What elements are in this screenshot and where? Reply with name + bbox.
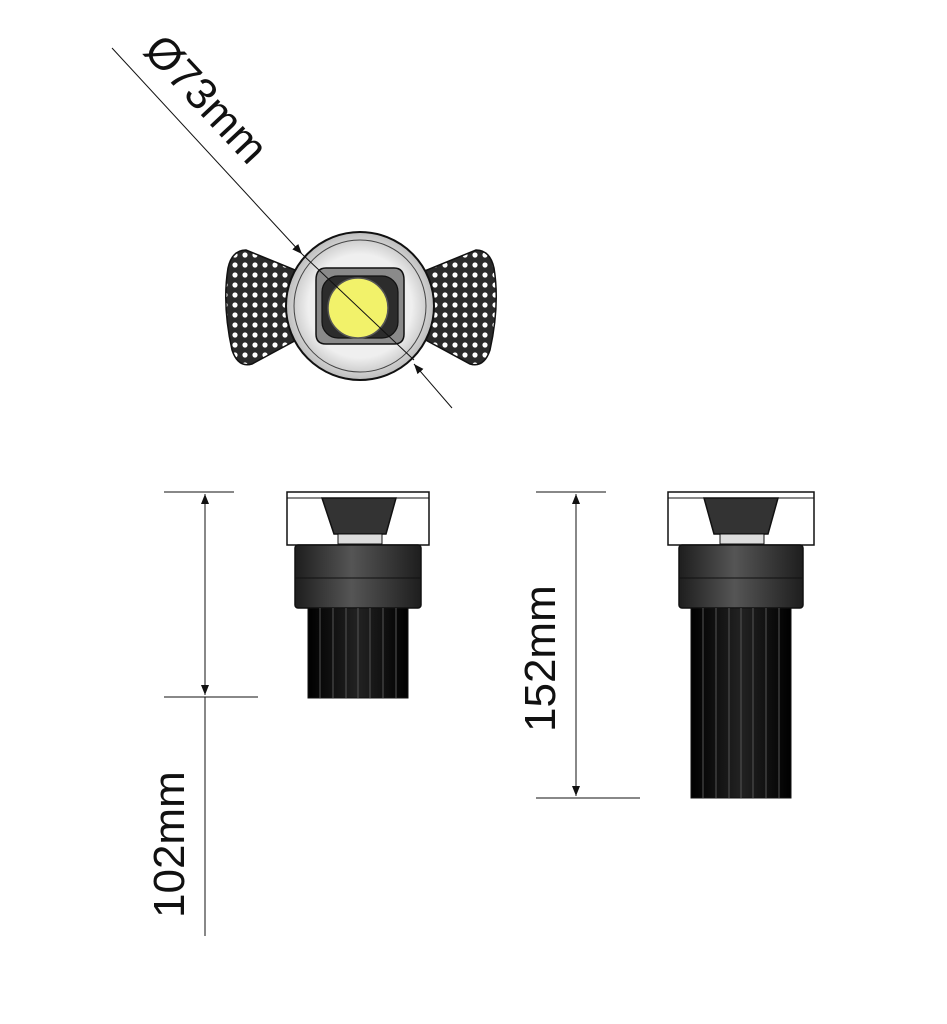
diameter-leader-end: [413, 363, 453, 409]
side-view-tall: 152mm: [516, 491, 815, 799]
diameter-label: Ø73mm: [135, 25, 278, 173]
body-tall: [678, 544, 804, 609]
diameter-leader: [111, 47, 303, 255]
height-short-label: 102mm: [145, 771, 194, 918]
left-clip-wing: [225, 249, 301, 366]
top-view: Ø73mm: [111, 25, 497, 409]
side-view-short: 102mm: [145, 491, 430, 936]
right-clip-wing: [421, 249, 497, 366]
height-tall-label: 152mm: [516, 585, 565, 732]
body-short: [294, 544, 422, 609]
